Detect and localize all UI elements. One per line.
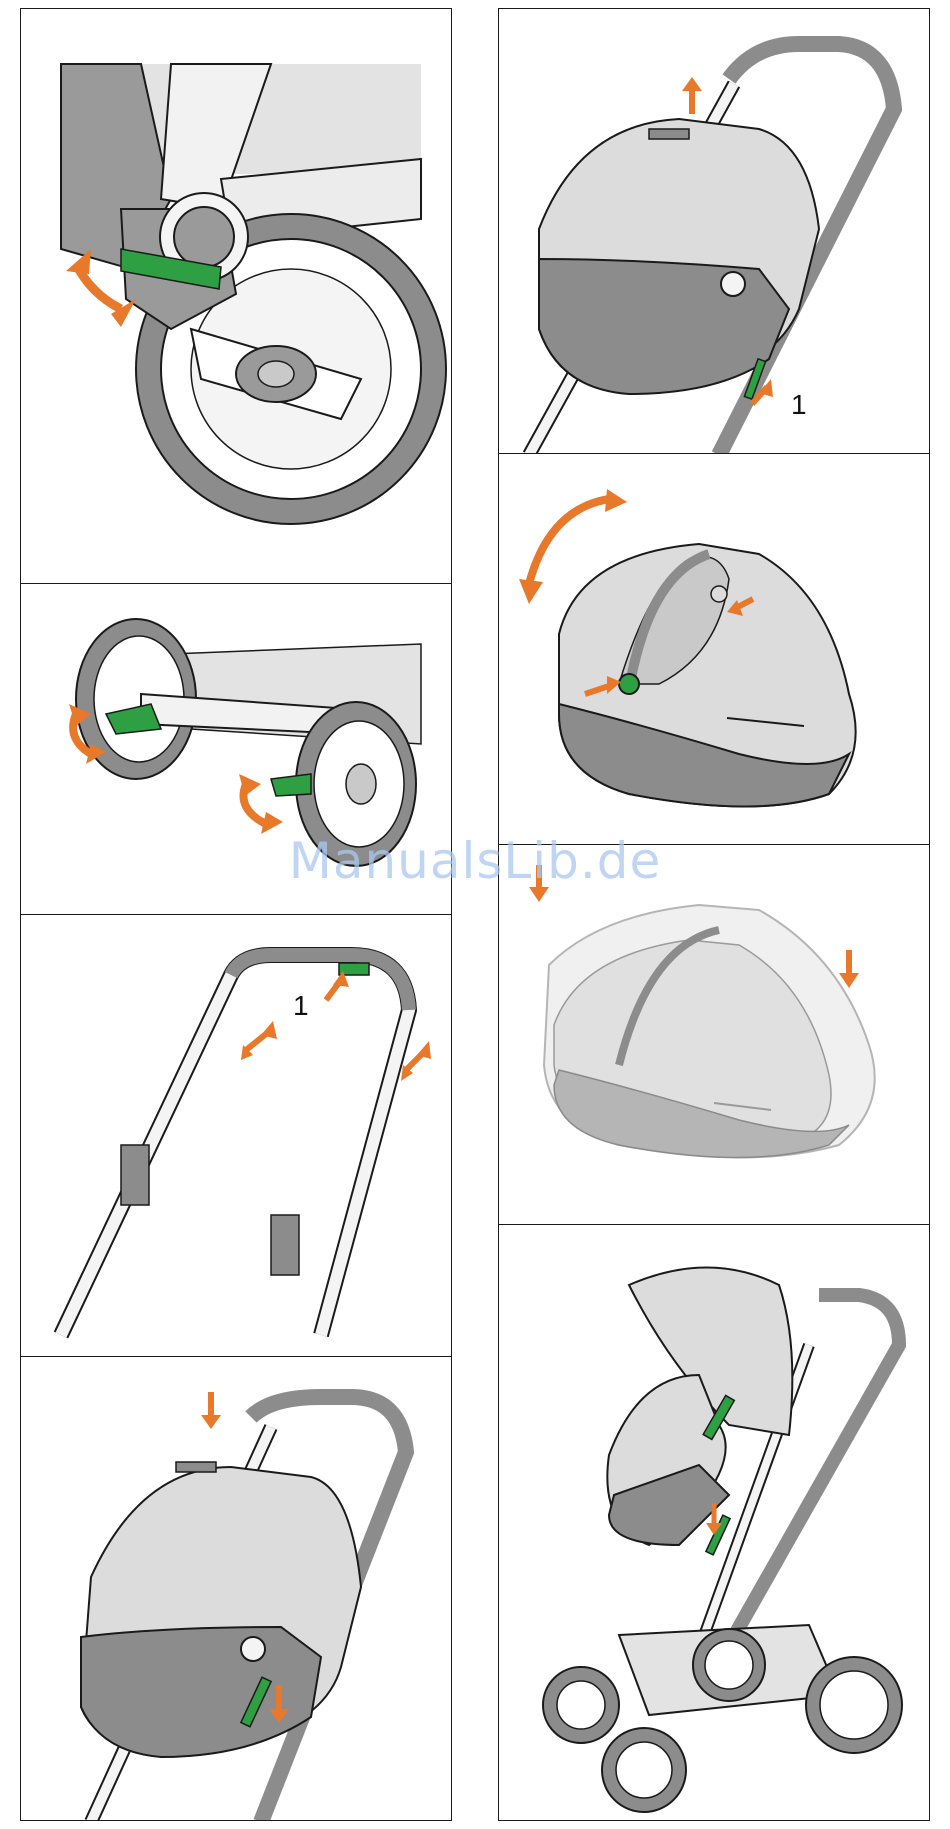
carrycot-attach-illustration [21,1357,452,1821]
carrycot-remove-illustration [499,9,930,454]
panel-carrycot-handle [498,453,930,845]
panel-swivel-wheels [20,583,452,915]
step-label: 1 [791,389,807,421]
swivel-wheels-illustration [21,584,452,915]
panel-carrycot-attach [20,1356,452,1821]
handlebar-adjust-illustration [21,915,452,1357]
panel-wheel-brake [20,8,452,584]
seat-unit-illustration [499,1225,930,1821]
panel-rain-cover [498,844,930,1225]
panel-seat-unit [498,1224,930,1821]
panel-handlebar-adjust: 1 [20,914,452,1357]
wheel-brake-illustration [21,9,452,584]
carrycot-handle-illustration [499,454,930,845]
panel-carrycot-remove: 1 [498,8,930,454]
step-label: 1 [293,990,309,1022]
rain-cover-illustration [499,845,930,1225]
